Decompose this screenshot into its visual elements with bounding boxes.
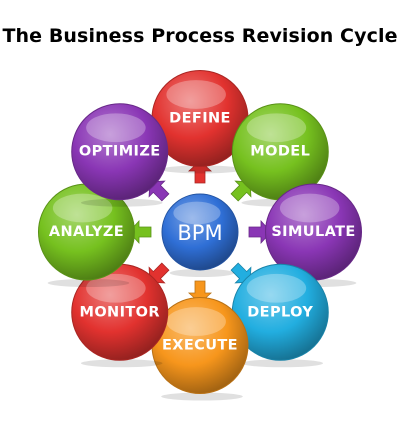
- node-optimize-highlight: [86, 113, 146, 143]
- center-label: BPM: [177, 221, 222, 245]
- node-simulate-highlight: [279, 193, 340, 223]
- node-optimize-circle: [71, 103, 169, 201]
- node-deploy-highlight: [246, 273, 307, 303]
- node-monitor-label: MONITOR: [79, 304, 159, 320]
- nodes-layer: DEFINE MODEL SIMULATE DEPLOY EXECUTE MONITOR A…: [37, 69, 363, 401]
- node-execute-label: EXECUTE: [162, 338, 238, 354]
- diagram-title: The Business Process Revision Cycle: [2, 25, 398, 47]
- node-analyze-highlight: [52, 193, 113, 223]
- node-analyze-shadow: [47, 279, 130, 287]
- node-define-shadow: [161, 165, 243, 174]
- node-monitor-highlight: [86, 273, 146, 303]
- node-model: MODEL: [231, 103, 329, 207]
- node-optimize: OPTIMIZE: [71, 103, 169, 207]
- node-analyze-label: ANALYZE: [49, 224, 124, 240]
- node-simulate: SIMULATE: [265, 183, 363, 287]
- center-node: BPM: [161, 193, 239, 277]
- center-bubble-highlight: [173, 201, 221, 225]
- center-bubble: BPM: [161, 193, 239, 277]
- node-monitor-shadow: [80, 359, 163, 368]
- node-execute-shadow: [161, 392, 243, 401]
- node-execute-highlight: [166, 307, 226, 336]
- node-define-highlight: [166, 80, 226, 109]
- node-deploy-shadow: [241, 359, 324, 368]
- node-execute: EXECUTE: [151, 297, 249, 401]
- node-define: DEFINE: [151, 69, 249, 174]
- node-analyze: ANALYZE: [37, 183, 135, 287]
- node-model-label: MODEL: [250, 144, 310, 160]
- node-model-highlight: [246, 113, 307, 143]
- center-bubble-circle: [161, 193, 239, 271]
- node-deploy: DEPLOY: [231, 263, 329, 368]
- node-define-label: DEFINE: [169, 110, 231, 126]
- node-optimize-shadow: [80, 198, 163, 207]
- node-simulate-label: SIMULATE: [271, 224, 355, 240]
- node-optimize-label: OPTIMIZE: [79, 144, 161, 160]
- node-deploy-label: DEPLOY: [247, 304, 313, 320]
- node-monitor: MONITOR: [71, 263, 169, 368]
- center-bubble-shadow: [169, 269, 235, 277]
